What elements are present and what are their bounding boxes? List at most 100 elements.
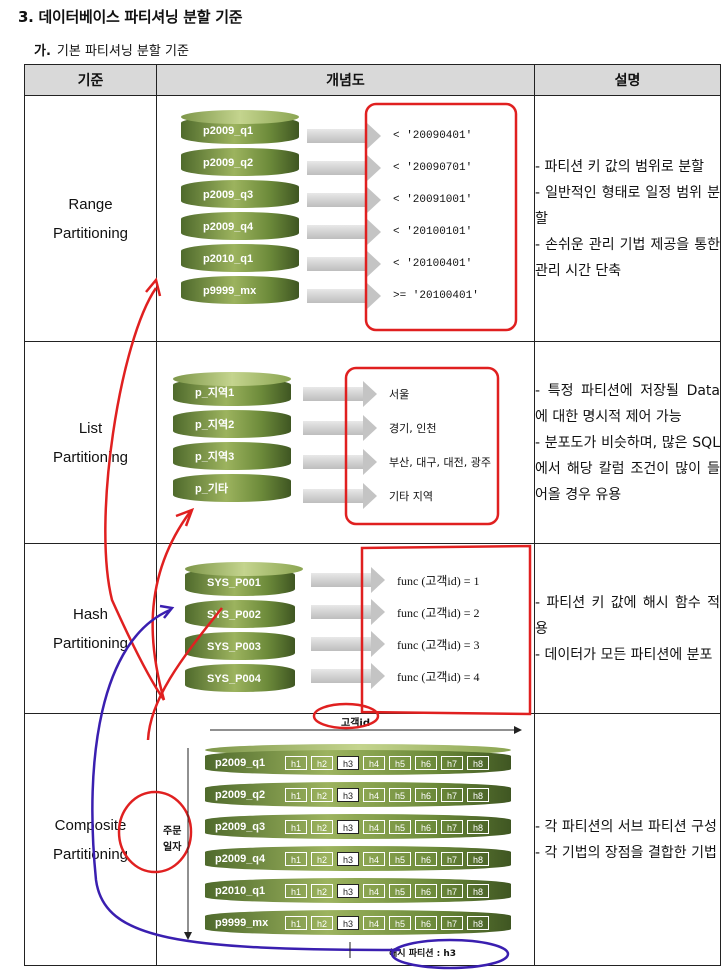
- range-bound-label: < '20090701': [393, 162, 473, 174]
- row-hash: Hash Partitioning SYS_P001 SYS_P002 SYS_…: [24, 543, 721, 714]
- partition-label: p2009_q4: [215, 852, 266, 865]
- arrow-icon: [311, 599, 385, 625]
- list-value-label: 서울: [389, 388, 410, 401]
- arrow-icon: [307, 187, 381, 213]
- hash-func-label: func (고객id) = 4: [397, 669, 480, 684]
- subpartition-box: h7: [441, 819, 463, 834]
- arrow-icon: [311, 663, 385, 689]
- range-name: Range Partitioning: [24, 95, 157, 342]
- y-axis-label: 일자: [163, 842, 182, 853]
- subpartition-box: h1: [285, 787, 307, 802]
- subpartition-box: h5: [389, 787, 411, 802]
- arrow-icon: [307, 219, 381, 245]
- partitioning-table: 기준 개념도 설명 Range Partitioning p2009_q1 p2…: [24, 64, 721, 966]
- range-diagram: p2009_q1 p2009_q2 p2009_q3 p2009_q4 p201…: [156, 95, 535, 342]
- list-name: List Partitioning: [24, 341, 157, 544]
- subpartition-box: h1: [285, 755, 307, 770]
- partition-segment: SYS_P004: [185, 664, 295, 692]
- arrow-icon: [303, 483, 377, 509]
- partition-segment: p_지역1: [173, 372, 291, 406]
- subpartition-box: h8: [467, 851, 489, 866]
- range-map-row: < '20090701': [307, 152, 472, 184]
- subpartition-box: h6: [415, 819, 437, 834]
- arrow-icon: [303, 381, 377, 407]
- subpartition-box: h3: [337, 819, 359, 834]
- partition-segment: SYS_P001: [185, 562, 303, 596]
- partition-segment: SYS_P003: [185, 632, 295, 660]
- range-map-row: < '20090401': [307, 120, 472, 152]
- list-diagram: p_지역1 p_지역2 p_지역3 p_기타 서울 경기, 인천 부산, 대구,…: [156, 341, 535, 544]
- subpartition-box: h8: [467, 819, 489, 834]
- subpartition-box: h4: [363, 819, 385, 834]
- subpartition-box: h6: [415, 755, 437, 770]
- subpartition-box: h7: [441, 915, 463, 930]
- subsection-heading: 가. 기본 파티셔닝 분할 기준: [34, 40, 189, 59]
- subpartition-box: h5: [389, 915, 411, 930]
- subpartition-box: h2: [311, 851, 333, 866]
- composite-name: Composite Partitioning: [24, 713, 157, 966]
- hash-name: Hash Partitioning: [24, 543, 157, 714]
- y-axis-label: 주문: [163, 826, 182, 837]
- hash-map-row: func (고객id) = 4: [311, 660, 480, 692]
- partition-segment: p2009_q2: [181, 148, 299, 176]
- range-cylinder: p2009_q1 p2009_q2 p2009_q3 p2009_q4 p201…: [181, 110, 299, 308]
- subpartition-box: h3: [337, 851, 359, 866]
- partition-label: p9999_mx: [215, 916, 269, 929]
- subpartition-box: h6: [415, 915, 437, 930]
- subheading-text: 기본 파티셔닝 분할 기준: [56, 44, 189, 59]
- subpartition-box: h2: [311, 819, 333, 834]
- subpartition-box: h4: [363, 787, 385, 802]
- hash-diagram: SYS_P001 SYS_P002 SYS_P003 SYS_P004 func…: [156, 543, 535, 714]
- list-value-label: 경기, 인천: [389, 422, 437, 435]
- subpartition-box: h4: [363, 883, 385, 898]
- range-bound-label: < '20100101': [393, 226, 473, 238]
- subpartition-box: h3: [337, 883, 359, 898]
- subheading-prefix: 가.: [34, 44, 51, 59]
- arrow-icon: [303, 415, 377, 441]
- subpartition-box: h3: [337, 755, 359, 770]
- subpartition-box: h1: [285, 851, 307, 866]
- partition-segment: p_기타: [173, 474, 291, 502]
- row-list: List Partitioning p_지역1 p_지역2 p_지역3 p_기타…: [24, 341, 721, 544]
- subpartition-box: h7: [441, 787, 463, 802]
- range-map-row: < '20091001': [307, 184, 472, 216]
- subpartition-box: h5: [389, 883, 411, 898]
- hash-cylinder: SYS_P001 SYS_P002 SYS_P003 SYS_P004: [185, 562, 303, 696]
- header-description: 설명: [534, 64, 721, 96]
- subpartition-box: h4: [363, 755, 385, 770]
- range-bound-label: < '20100401': [393, 258, 473, 270]
- subpartition-box: h6: [415, 851, 437, 866]
- hash-map-row: func (고객id) = 1: [311, 564, 480, 596]
- x-axis-label: 고객id: [341, 718, 370, 729]
- range-bound-label: < '20090401': [393, 130, 473, 142]
- arrow-icon: [311, 567, 385, 593]
- subpartition-box: h7: [441, 851, 463, 866]
- subpartition-box: h7: [441, 883, 463, 898]
- range-map-row: < '20100101': [307, 216, 472, 248]
- range-description: - 파티션 키 값의 범위로 분할 - 일반적인 형태로 일정 범위 분할 - …: [534, 95, 721, 342]
- subpartition-box: h2: [311, 915, 333, 930]
- row-composite: Composite Partitioning 고객id 주문 일자 p2009_…: [24, 713, 721, 966]
- partition-segment: p_지역3: [173, 442, 291, 470]
- hash-map-row: func (고객id) = 2: [311, 596, 480, 628]
- arrow-icon: [303, 449, 377, 475]
- row-range: Range Partitioning p2009_q1 p2009_q2 p20…: [24, 95, 721, 342]
- composite-description: - 각 파티션의 서브 파티션 구성 - 각 기법의 장점을 결합한 기법: [534, 713, 721, 966]
- partition-segment: p_지역2: [173, 410, 291, 438]
- list-description: - 특정 파티션에 저장될 Data 에 대한 명시적 제어 가능 - 분포도가…: [534, 341, 721, 544]
- partition-label: p2009_q2: [215, 788, 266, 801]
- hash-map-row: func (고객id) = 3: [311, 628, 480, 660]
- subpartition-box: h3: [337, 787, 359, 802]
- hash-func-label: func (고객id) = 2: [397, 605, 480, 620]
- arrow-icon: [307, 283, 381, 309]
- subpartition-box: h5: [389, 755, 411, 770]
- hash-func-label: func (고객id) = 3: [397, 637, 480, 652]
- arrow-icon: [307, 155, 381, 181]
